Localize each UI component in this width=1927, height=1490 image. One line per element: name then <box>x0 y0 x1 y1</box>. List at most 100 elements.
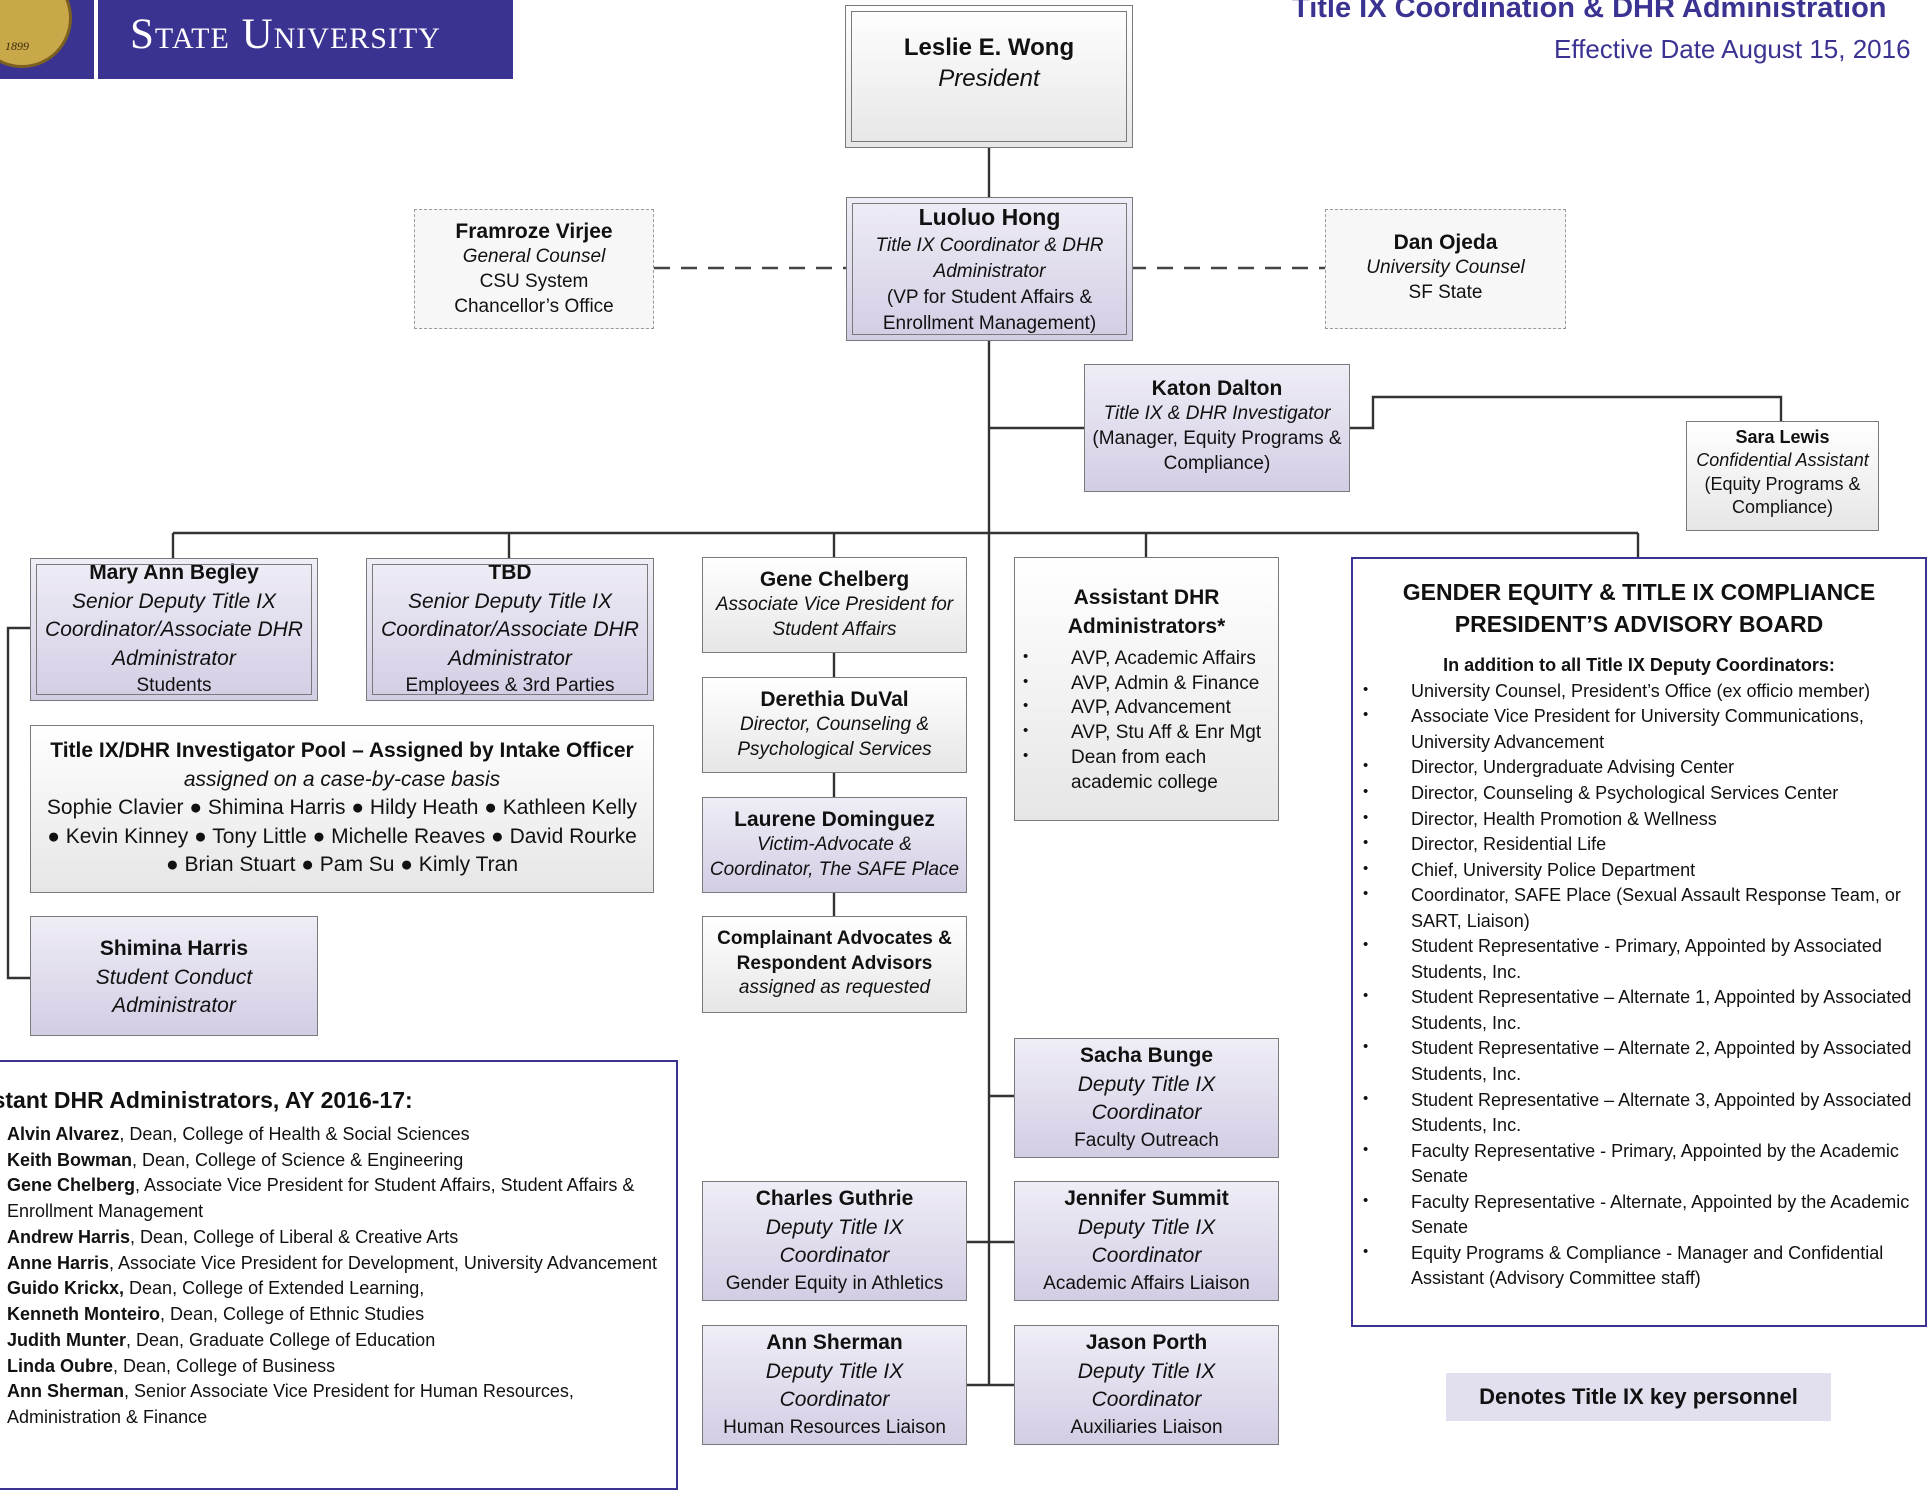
ay-entry-name: Linda Oubre <box>7 1355 114 1376</box>
advocates-box: Complainant Advocates & Respondent Advis… <box>702 916 967 1013</box>
deputy-porth-box: Jason Porth Deputy Title IX Coordinator … <box>1014 1325 1279 1445</box>
assistant-dhr-box: Assistant DHR Administrators* AVP, Acade… <box>1014 557 1279 821</box>
advisory-board-item: Director, Health Promotion & Wellness <box>1363 807 1917 833</box>
general-counsel-line1: CSU System <box>479 270 589 292</box>
coordinator-title: Title IX Coordinator & DHR Administrator <box>875 235 1104 283</box>
advisory-board-item: Chief, University Police Department <box>1363 858 1917 884</box>
begley-name: Mary Ann Begley <box>89 561 259 584</box>
assistant-dhr-title: Assistant DHR Administrators* <box>1067 586 1226 638</box>
ay-list-entry: Anne Harris, Associate Vice President fo… <box>7 1251 657 1277</box>
university-logo: 1899 State University <box>0 0 513 79</box>
seal-icon: 1899 <box>0 0 72 68</box>
summit-title: Deputy Title IX Coordinator <box>1077 1215 1216 1268</box>
assistant-dhr-item: AVP, Stu Aff & Enr Mgt <box>1023 721 1270 746</box>
deputy-bunge-box: Sacha Bunge Deputy Title IX Coordinator … <box>1014 1038 1279 1158</box>
ay-entry-role: , Dean, College of Ethnic Studies <box>160 1304 425 1325</box>
general-counsel-line2: Chancellor’s Office <box>454 295 614 317</box>
investigator-line1: (Manager, Equity Programs & <box>1092 427 1342 449</box>
porth-title: Deputy Title IX Coordinator <box>1077 1359 1216 1412</box>
advisory-board-item: Director, Residential Life <box>1363 832 1917 858</box>
advisory-board-item: Coordinator, SAFE Place (Sexual Assault … <box>1363 883 1917 934</box>
ay-list-entry: Guido Krickx, Dean, College of Extended … <box>7 1276 657 1302</box>
ay-list-entries: Alvin Alvarez, Dean, College of Health &… <box>7 1122 657 1431</box>
ay-list-title-text: Assistant DHR Administrators, AY 2016-17 <box>0 1087 406 1113</box>
chelberg-box: Gene Chelberg Associate Vice President f… <box>702 557 967 653</box>
investigator-box: Katon Dalton Title IX & DHR Investigator… <box>1084 364 1350 492</box>
sherman-dept: Human Resources Liaison <box>723 1416 946 1438</box>
president-title: President <box>938 65 1040 93</box>
bunge-title: Deputy Title IX Coordinator <box>1077 1072 1216 1125</box>
deputy-guthrie-box: Charles Guthrie Deputy Title IX Coordina… <box>702 1181 967 1301</box>
ay-list-entry: Ann Sherman, Senior Associate Vice Presi… <box>7 1379 657 1430</box>
ay-list-entry: Alvin Alvarez, Dean, College of Health &… <box>7 1122 657 1148</box>
pool-title: Title IX/DHR Investigator Pool – Assigne… <box>50 739 634 762</box>
guthrie-name: Charles Guthrie <box>755 1187 914 1210</box>
legend-label: Denotes Title IX key personnel <box>1479 1384 1798 1409</box>
confidential-assistant-name: Sara Lewis <box>1735 427 1830 447</box>
ay-entry-role: , Dean, College of Health & Social Scien… <box>119 1124 470 1144</box>
ay-entry-role: , Dean, College of Science & Engineering <box>132 1149 464 1170</box>
general-counsel-box: Framroze Virjee General Counsel CSU Syst… <box>414 209 654 329</box>
deputy-summit-box: Jennifer Summit Deputy Title IX Coordina… <box>1014 1181 1279 1301</box>
ay-entry-role: , Dean, Graduate College of Education <box>126 1329 436 1350</box>
ay-entry-name: Kenneth Monteiro <box>7 1304 160 1325</box>
ay-entry-name: Ann Sherman <box>7 1381 125 1402</box>
advocates-name: Complainant Advocates & Respondent Advis… <box>717 928 952 974</box>
assistant-dhr-item: Dean from each academic college <box>1023 746 1270 795</box>
tbd-dept: Employees & 3rd Parties <box>405 675 615 697</box>
advisory-board-item: University Counsel, President’s Office (… <box>1363 679 1917 705</box>
pool-subtitle: assigned on a case-by-case basis <box>183 767 501 791</box>
investigator-line2: Compliance) <box>1163 452 1271 474</box>
general-counsel-name: Framroze Virjee <box>455 220 613 243</box>
ay-entry-name: Judith Munter <box>7 1329 126 1350</box>
advisory-board-item: Student Representative – Alternate 2, Ap… <box>1363 1036 1917 1087</box>
pool-line1: Sophie Clavier ● Shimina Harris ● Hildy … <box>46 796 638 820</box>
advisory-title-line1: GENDER EQUITY & TITLE IX COMPLIANCE <box>1402 579 1876 605</box>
ay-entry-name: Anne Harris <box>7 1252 110 1273</box>
ay-entry-role: , Associate Vice President for Student A… <box>7 1175 635 1222</box>
ay-list-box: Assistant DHR Administrators, AY 2016-17… <box>0 1060 678 1490</box>
ay-entry-role: , Senior Associate Vice President for Hu… <box>7 1381 574 1428</box>
pool-line2: ● Kevin Kinney ● Tony Little ● Michelle … <box>47 824 637 848</box>
tbd-name: TBD <box>488 561 532 584</box>
begley-box: Mary Ann Begley Senior Deputy Title IX C… <box>30 558 318 701</box>
effective-date: Effective Date August 15, 2016 <box>1554 34 1911 64</box>
ay-list-entry: Andrew Harris, Dean, College of Liberal … <box>7 1225 657 1251</box>
coordinator-name: Luoluo Hong <box>918 204 1061 230</box>
confidential-assistant-line2: Compliance) <box>1731 497 1834 518</box>
chelberg-title: Associate Vice President for Student Aff… <box>715 594 954 640</box>
advisory-board-box: GENDER EQUITY & TITLE IX COMPLIANCE PRES… <box>1351 557 1927 1327</box>
chelberg-name: Gene Chelberg <box>759 568 910 591</box>
ay-entry-name: Gene Chelberg <box>7 1175 136 1196</box>
legend: Denotes Title IX key personnel <box>1446 1373 1831 1421</box>
investigator-name: Katon Dalton <box>1151 377 1283 400</box>
advisory-board-item: Director, Undergraduate Advising Center <box>1363 755 1917 781</box>
ay-entry-name: Alvin Alvarez <box>7 1124 120 1144</box>
confidential-assistant-line1: (Equity Programs & <box>1704 473 1861 494</box>
sherman-title: Deputy Title IX Coordinator <box>765 1359 904 1412</box>
bunge-name: Sacha Bunge <box>1079 1044 1214 1067</box>
investigator-pool-box: Title IX/DHR Investigator Pool – Assigne… <box>30 725 654 893</box>
dominguez-name: Laurene Dominguez <box>734 808 935 831</box>
ay-entry-name: Andrew Harris <box>7 1226 131 1247</box>
coordinator-box: Luoluo Hong Title IX Coordinator & DHR A… <box>846 197 1133 341</box>
duval-box: Derethia DuVal Director, Counseling & Ps… <box>702 677 967 773</box>
advisory-title-line2: PRESIDENT’S ADVISORY BOARD <box>1454 611 1824 638</box>
advisory-subtitle: In addition to all Title IX Deputy Coord… <box>1443 655 1835 676</box>
president-name: Leslie E. Wong <box>903 34 1075 61</box>
advisory-board-item: Faculty Representative - Alternate, Appo… <box>1363 1190 1917 1241</box>
ay-entry-name: Keith Bowman <box>7 1149 133 1170</box>
deputy-sherman-box: Ann Sherman Deputy Title IX Coordinator … <box>702 1325 967 1445</box>
university-counsel-name: Dan Ojeda <box>1393 231 1498 254</box>
advocates-title: assigned as requested <box>738 977 931 999</box>
conduct-title: Student Conduct Administrator <box>95 965 253 1018</box>
chart-title: Title IX Coordination & DHR Administrati… <box>1292 0 1887 24</box>
ay-list-entry: Gene Chelberg, Associate Vice President … <box>7 1173 657 1224</box>
advisory-board-item: Student Representative - Primary, Appoin… <box>1363 934 1917 985</box>
ay-entry-role: , Dean, College of Business <box>113 1355 336 1376</box>
begley-dept: Students <box>136 675 212 697</box>
confidential-assistant-box: Sara Lewis Confidential Assistant (Equit… <box>1686 421 1879 531</box>
advisory-board-item: Faculty Representative - Primary, Appoin… <box>1363 1139 1917 1190</box>
sherman-name: Ann Sherman <box>766 1331 903 1354</box>
general-counsel-title: General Counsel <box>462 246 606 268</box>
